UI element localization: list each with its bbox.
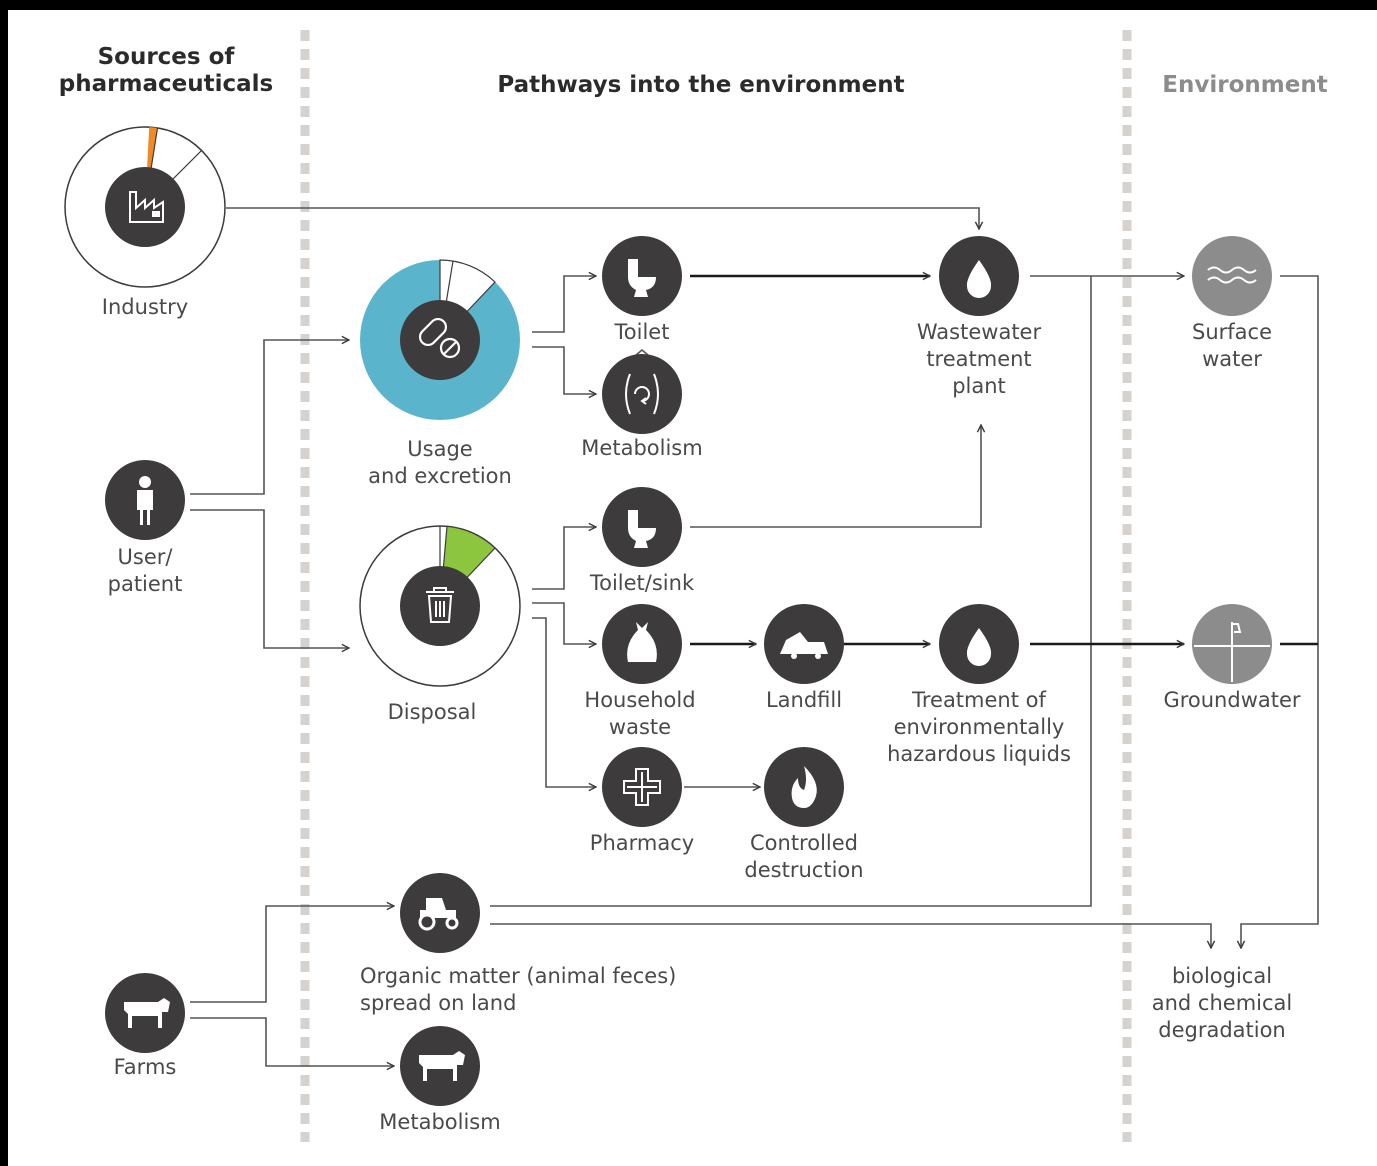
tractor-icon — [418, 898, 459, 931]
organic-node — [400, 873, 480, 953]
label-pharmacy: Pharmacy — [589, 831, 695, 855]
metabolism-icon — [625, 373, 659, 415]
waves-icon — [1207, 266, 1257, 284]
user-node — [105, 460, 185, 540]
flow-diagram — [64, 30, 1319, 1142]
toilet-icon — [628, 259, 656, 297]
label-user: User/ patient — [107, 545, 183, 596]
groundwater-node — [1192, 604, 1272, 684]
pharmacy-cross-icon — [623, 768, 661, 806]
hazardous-node — [939, 604, 1019, 684]
water-drop-icon — [966, 628, 992, 666]
cow-icon — [419, 1051, 465, 1081]
usage-node — [360, 259, 520, 420]
surface-node — [1192, 236, 1272, 316]
garbage-bag-icon — [627, 622, 657, 662]
header-environment: Environment — [1162, 72, 1328, 98]
disposal-node — [359, 525, 521, 687]
label-disposal: Disposal — [387, 700, 477, 724]
diagram-canvas: Sources of pharmaceuticals Pathways into… — [8, 10, 1377, 1166]
header-pathways: Pathways into the environment — [497, 72, 905, 98]
label-surface: Surface water — [1191, 320, 1272, 371]
label-hazardous: Treatment of environmentally hazardous l… — [887, 688, 1071, 766]
industry-node — [64, 126, 226, 288]
water-drop-icon — [966, 260, 992, 298]
trash-icon — [426, 587, 454, 623]
metabolism-node — [602, 354, 682, 434]
farms-node — [105, 973, 185, 1053]
wwtp-node — [939, 236, 1019, 316]
label-wwtp: Wastewater treatment plant — [916, 320, 1042, 398]
label-toilet-sink: Toilet/sink — [589, 571, 695, 595]
label-landfill: Landfill — [765, 688, 843, 712]
label-toilet: Toilet — [614, 320, 670, 344]
toilet-node — [602, 236, 682, 316]
pills-icon — [418, 317, 461, 359]
label-groundwater: Groundwater — [1163, 688, 1301, 712]
label-organic: Organic matter (animal feces) spread on … — [360, 964, 677, 1015]
label-farms: Farms — [113, 1055, 177, 1079]
connectors — [190, 207, 1319, 1066]
label-household: Household waste — [584, 688, 696, 739]
label-metabolism: Metabolism — [581, 436, 703, 460]
pharmacy-node — [602, 747, 682, 827]
toilet-icon — [628, 510, 656, 548]
label-farm-metabolism: Metabolism — [379, 1110, 501, 1134]
landfill-node — [764, 604, 844, 684]
toilet-sink-node — [602, 487, 682, 567]
label-degradation: biological and chemical degradation — [1151, 964, 1293, 1042]
main-flow — [690, 276, 1318, 644]
flame-icon — [791, 766, 817, 808]
label-destruction: Controlled destruction — [744, 831, 864, 882]
well-icon — [1194, 622, 1270, 682]
label-industry: Industry — [101, 295, 189, 319]
factory-icon — [129, 191, 164, 223]
person-icon — [137, 476, 153, 525]
farm-metabolism-node — [400, 1026, 480, 1106]
household-node — [602, 604, 682, 684]
header-sources: Sources of pharmaceuticals — [58, 44, 274, 97]
destruction-node — [764, 747, 844, 827]
cow-icon — [124, 998, 170, 1028]
dump-truck-icon — [780, 632, 828, 659]
label-usage: Usage and excretion — [368, 437, 512, 488]
